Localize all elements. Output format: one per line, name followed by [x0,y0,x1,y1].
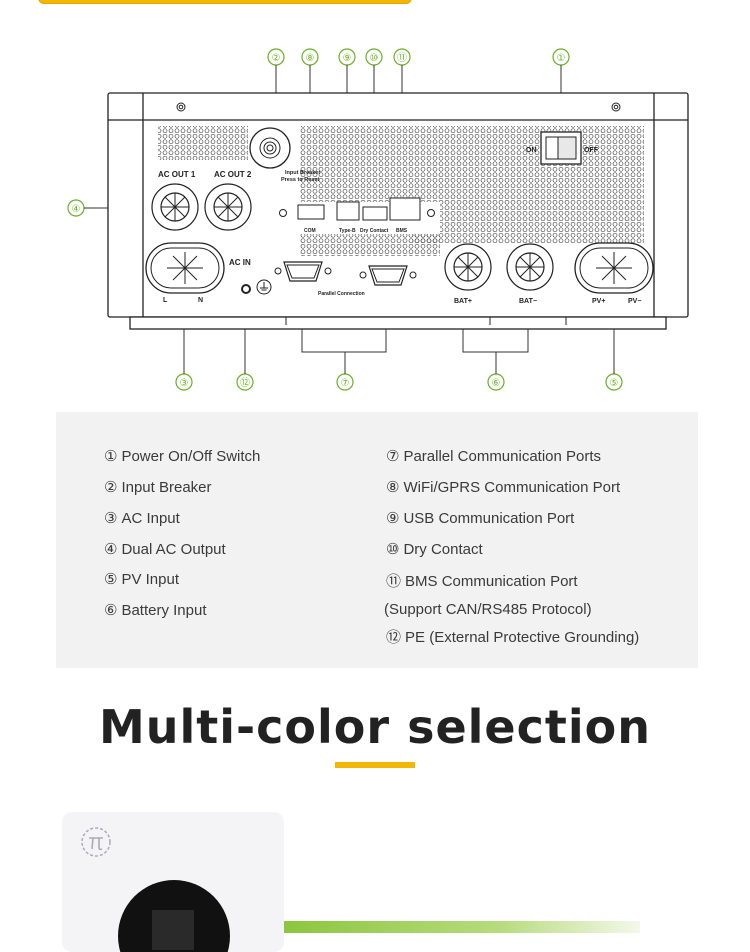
color-option-green-bar[interactable] [284,921,640,933]
legend-num: ⑤ [104,571,118,588]
legend-num: ② [104,479,118,496]
switch-on-label: ON [526,147,537,154]
inverter-bottom-panel-diagram: ② ⑧ ⑨ ⑩ ⑪ ① ④ ③ ⑫ ⑦ ⑥ ⑤ [67,48,689,391]
legend-num: ⑧ [386,479,400,496]
pv-plus-label: PV+ [592,298,605,305]
bat-minus-label: BAT− [519,298,537,305]
callout-5: ⑤ [610,378,619,389]
bms-label: BMS [396,228,408,234]
bat-plus-label: BAT+ [454,298,472,305]
legend-num: ③ [104,510,118,527]
legend-text: Dual AC Output [121,541,226,558]
brand-logo-icon [81,827,111,857]
callout-12: ⑫ [240,377,250,389]
legend-text: Input Breaker [121,479,212,496]
legend-num: ⑫ [386,629,402,646]
legend-num: ① [104,448,118,465]
legend-num: ⑦ [386,448,400,465]
legend-text: BMS Communication Port [405,573,578,590]
callout-2: ② [272,53,281,64]
dry-contact-label: Dry Contact [360,228,389,234]
title-underline [335,762,415,768]
callout-11: ⑪ [397,52,407,64]
callout-3: ③ [180,378,189,389]
legend-text: Parallel Communication Ports [403,448,602,465]
pv-minus-label: PV− [628,298,641,305]
legend-text: Dry Contact [403,541,483,558]
callout-10: ⑩ [370,53,379,64]
legend-num: ⑩ [386,541,400,558]
legend-num: ④ [104,541,118,558]
ac-in-n-label: N [198,297,203,304]
product-preview-card[interactable] [62,812,284,952]
legend-text: PE (External Protective Grounding) [405,629,640,646]
legend-item: (Support CAN/RS485 Protocol) [384,601,592,618]
ac-in-l-label: L [163,297,168,304]
legend-num: ⑨ [386,510,400,527]
callout-8: ⑧ [306,53,315,64]
callout-6: ⑥ [492,378,501,389]
type-b-label: Type-B [339,228,356,234]
legend-text: Battery Input [121,602,207,619]
callout-7: ⑦ [341,378,350,389]
top-accent-bar [38,0,412,4]
parallel-connection-label: Parallel Connection [318,291,365,297]
callout-4: ④ [72,204,81,215]
ac-out-2-label: AC OUT 2 [214,170,252,179]
legend-text: PV Input [121,571,179,588]
display-screen [152,910,194,950]
ac-in-label: AC IN [229,258,251,267]
section-title: Multi-color selection [99,700,651,754]
legend-text: USB Communication Port [403,510,575,527]
switch-off-label: OFF [584,147,599,154]
com-port-label: COM [304,228,316,234]
callout-9: ⑨ [343,53,352,64]
legend-text: (Support CAN/RS485 Protocol) [384,601,592,618]
legend-text: Power On/Off Switch [121,448,261,465]
input-breaker-label: Input Breaker [285,170,321,176]
ac-out-1-label: AC OUT 1 [158,170,196,179]
legend-num: ⑥ [104,602,118,619]
callout-1: ① [557,53,566,64]
legend-text: AC Input [121,510,180,527]
legend-num: ⑪ [386,573,402,590]
press-to-reset-label: Press to Reset [281,177,319,183]
legend-text: WiFi/GPRS Communication Port [403,479,621,496]
